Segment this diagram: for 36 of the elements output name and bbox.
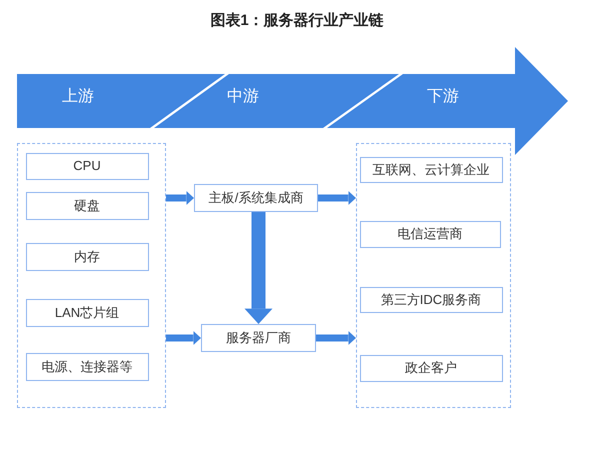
- node-label: 主板/系统集成商: [208, 190, 304, 206]
- dashed-group-panel: [17, 143, 166, 408]
- process-box: [26, 242, 148, 270]
- node-label: LAN芯片组: [54, 304, 120, 320]
- flow-arrow: [166, 191, 194, 205]
- stage-band: [17, 74, 225, 128]
- stage-label: 上游: [62, 87, 94, 107]
- process-box: [26, 152, 148, 180]
- node-label: 服务器厂商: [226, 330, 291, 346]
- process-box: [26, 192, 148, 220]
- stage-band: [154, 74, 399, 128]
- flow-arrow: [166, 331, 201, 345]
- node-label: 内存: [74, 248, 100, 264]
- process-box: [26, 298, 148, 326]
- process-box: [194, 184, 318, 212]
- flow-arrow: [244, 212, 272, 324]
- node-label: 硬盘: [74, 198, 100, 214]
- node-label: 政企客户: [405, 360, 457, 376]
- node-label: 互联网、云计算企业: [372, 162, 490, 178]
- process-box: [360, 156, 502, 182]
- node-label: 第三方IDC服务商: [380, 292, 482, 308]
- process-box: [26, 352, 148, 380]
- stage-label: 下游: [427, 87, 459, 107]
- stage-label: 中游: [227, 87, 259, 107]
- process-box: [360, 220, 500, 248]
- dashed-group-panel: [356, 143, 511, 408]
- flow-arrow: [316, 331, 356, 345]
- chart-title: 图表1：服务器行业产业链: [210, 11, 384, 31]
- process-box: [201, 324, 316, 352]
- process-box: [360, 354, 502, 382]
- node-label: CPU: [73, 158, 101, 174]
- node-label: 电信运营商: [398, 226, 462, 242]
- process-box: [360, 286, 502, 312]
- stage-band: [327, 47, 568, 155]
- flow-arrow: [318, 191, 356, 205]
- node-label: 电源、连接器等: [42, 358, 132, 374]
